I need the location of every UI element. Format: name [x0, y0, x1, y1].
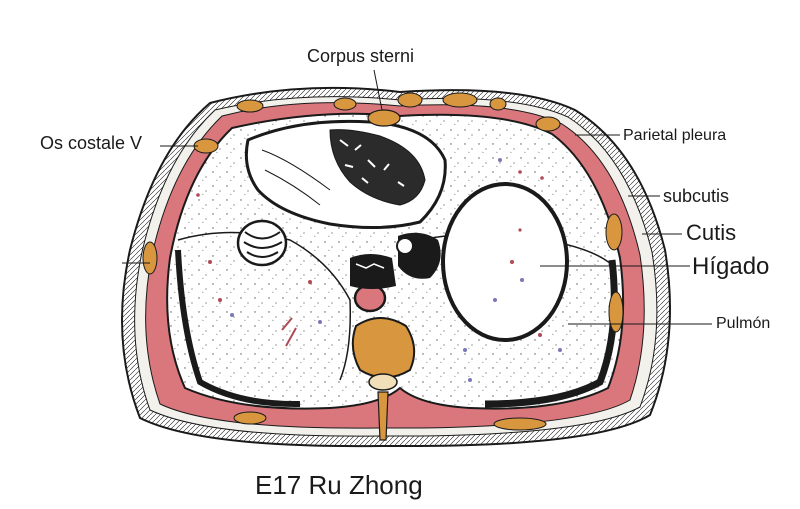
label-higado: Hígado — [692, 253, 770, 280]
liver-boundary — [177, 231, 352, 381]
rib — [605, 213, 623, 251]
rib — [233, 411, 267, 425]
rib — [489, 97, 507, 111]
rib — [608, 291, 624, 333]
rib — [442, 92, 478, 108]
rib — [333, 97, 357, 111]
label-os-costale: Os costale V — [40, 133, 143, 153]
vertebral-body — [351, 317, 416, 379]
rib — [493, 417, 547, 431]
right-lung-rim — [175, 249, 301, 408]
label-subcutis: subcutis — [663, 186, 730, 206]
rib — [535, 116, 561, 132]
corpus-sterni — [367, 109, 401, 127]
leader-corpus-sterni — [373, 69, 383, 111]
label-pulmon: Pulmón — [716, 315, 771, 332]
label-corpus-sterni: Corpus sterni — [307, 46, 415, 66]
diagram-title: E17 Ru Zhong — [255, 470, 423, 500]
rib — [142, 241, 158, 275]
stomach — [441, 182, 569, 342]
label-parietal-pleura: Parietal pleura — [623, 127, 727, 144]
rib — [236, 99, 264, 113]
label-cutis: Cutis — [686, 220, 737, 245]
rib — [397, 92, 423, 108]
